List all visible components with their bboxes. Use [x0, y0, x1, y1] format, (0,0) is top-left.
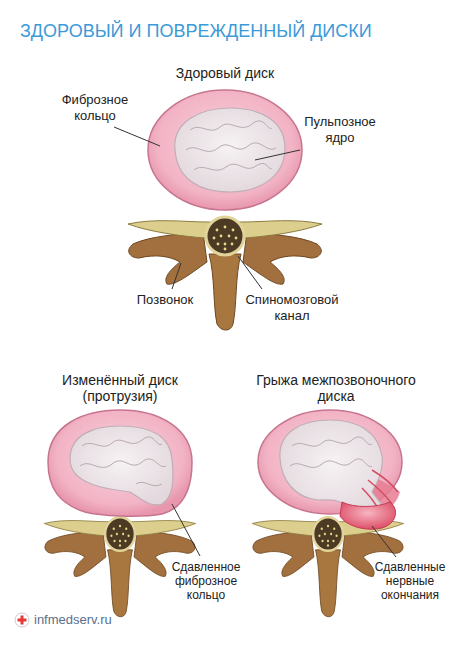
leader-line: [238, 256, 262, 289]
watermark-cross: [18, 616, 27, 625]
diagram-heading: Здоровый диск: [125, 64, 325, 82]
page-title: ЗДОРОВЫЙ И ПОВРЕЖДЕННЫЙ ДИСКИ: [20, 20, 372, 42]
texture-line: [194, 163, 272, 170]
leader-line: [255, 150, 300, 160]
tear-line: [368, 480, 392, 504]
texture-line: [290, 459, 372, 467]
part-label: Сдавленное фиброзное кольцо: [164, 560, 248, 602]
nucleus-pulposus: [280, 420, 386, 517]
leader-line: [372, 526, 396, 557]
texture-line: [136, 482, 162, 485]
part-label: Сдавленные нервные окончания: [374, 560, 446, 602]
leader-line: [114, 127, 160, 146]
diagram-heading: Изменённый диск (протрузия): [45, 372, 195, 404]
tear-line: [372, 470, 398, 492]
watermark-icon: [15, 613, 29, 627]
fibrous-ring: [148, 90, 302, 210]
leader-line: [172, 263, 181, 289]
herniation-mass: [340, 502, 396, 529]
part-label: Спиномозговой канал: [236, 292, 348, 324]
texture-line: [80, 459, 166, 467]
watermark: infmedserv.ru: [34, 612, 112, 628]
texture-line: [82, 437, 162, 446]
nucleus-texture: [186, 121, 276, 170]
part-label: Фиброзное кольцо: [50, 92, 140, 124]
leader-lines: [114, 127, 396, 557]
texture-line: [292, 437, 372, 446]
nucleus-texture: [290, 437, 372, 467]
fibrous-ring: [48, 410, 192, 516]
nucleus-texture: [80, 437, 166, 486]
leader-line: [172, 504, 200, 556]
nucleus-pulposus: [175, 108, 285, 192]
part-label: Пульпозное ядро: [298, 114, 382, 146]
nucleus-pulposus: [70, 426, 173, 505]
diagram-heading: Грыжа межпозвоночного диска: [248, 372, 424, 404]
texture-line: [190, 121, 272, 130]
texture-line: [186, 143, 276, 151]
part-label: Позвонок: [120, 292, 210, 308]
